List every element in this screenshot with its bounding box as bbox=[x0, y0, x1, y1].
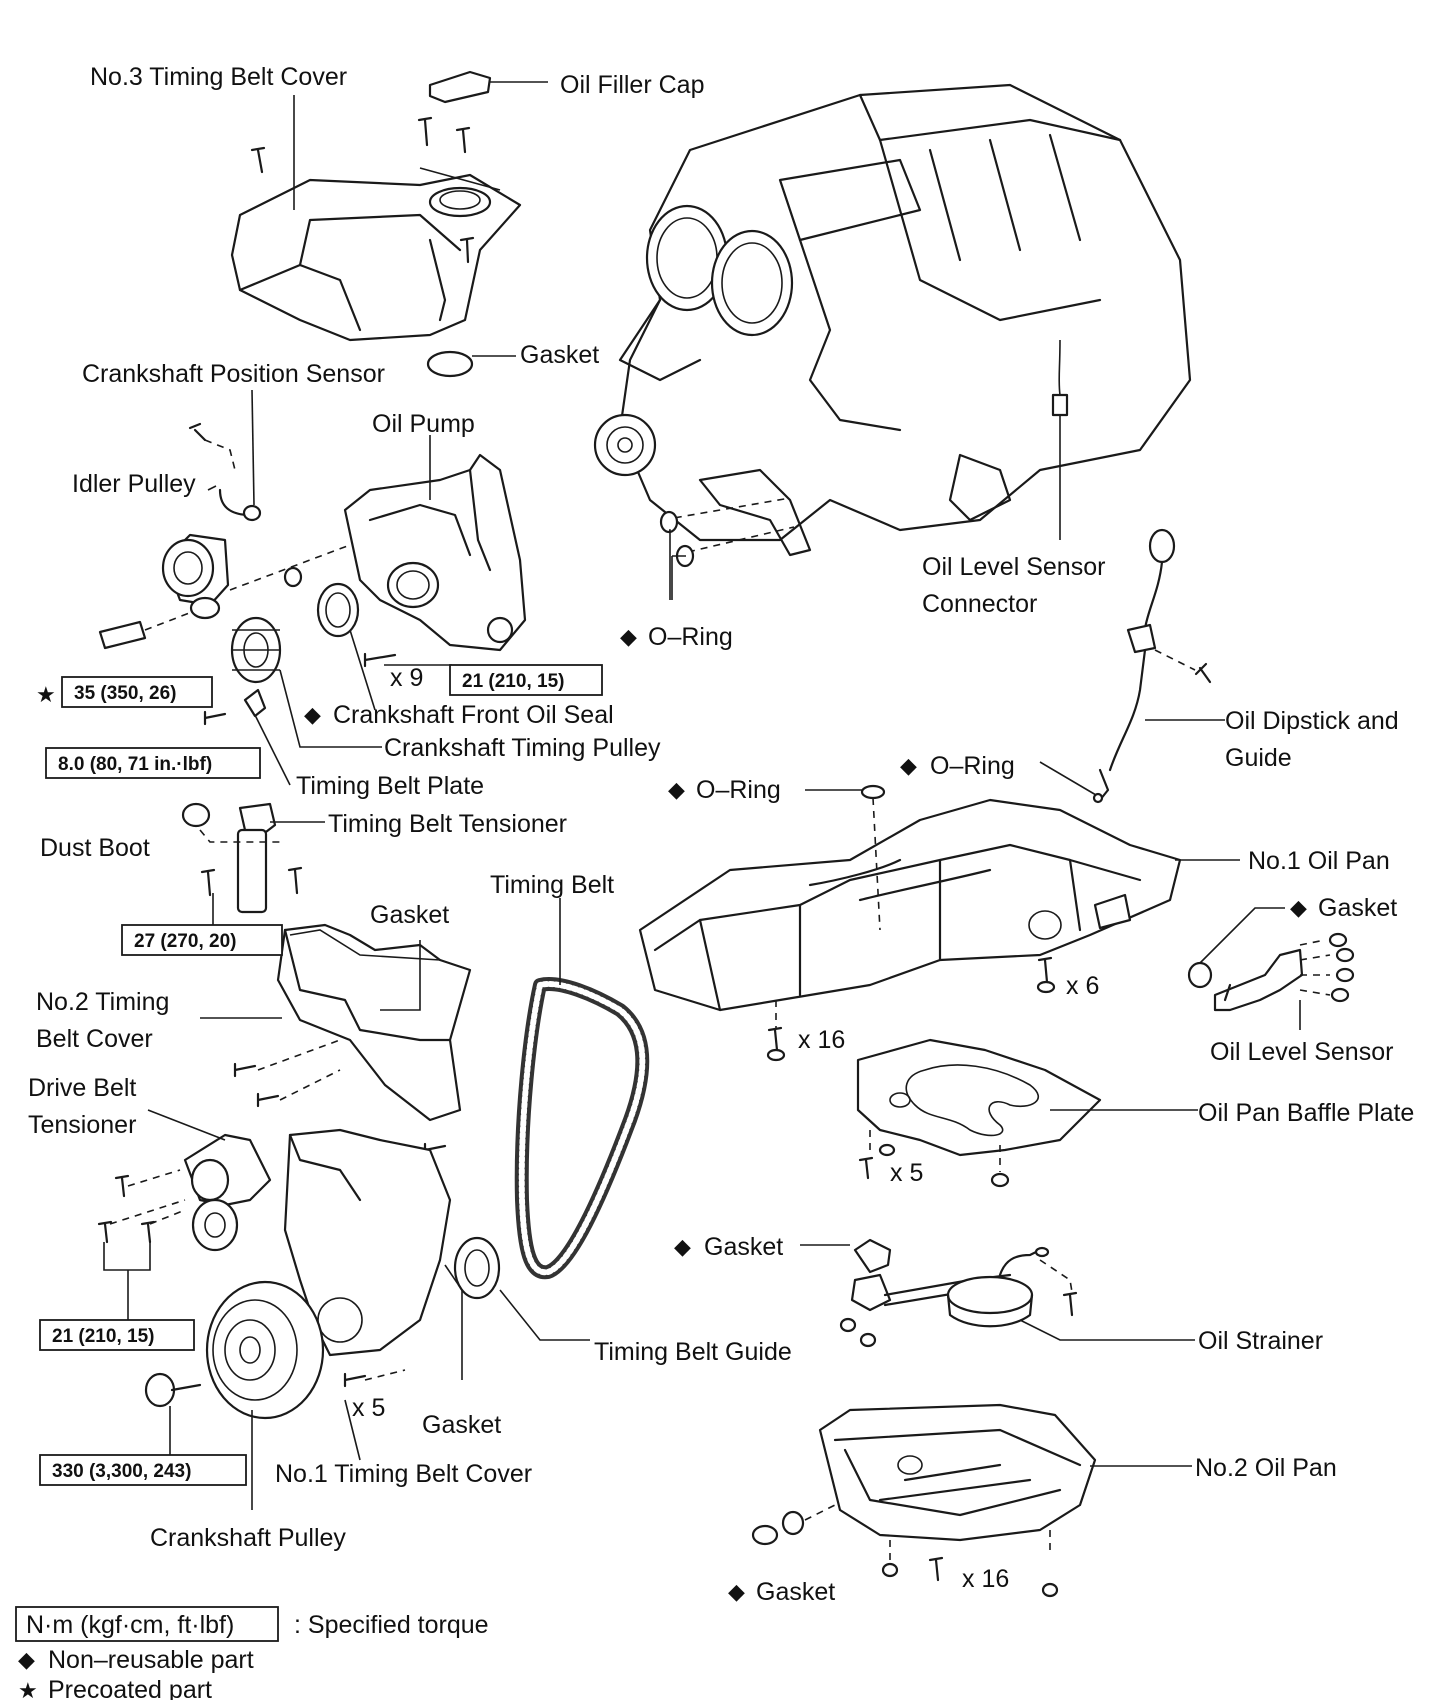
legend-torque-unit: N·m (kgf·cm, ft·lbf) bbox=[26, 1611, 234, 1639]
timing-belt-tensioner-drawing bbox=[181, 802, 303, 914]
label-x5-cover: x 5 bbox=[352, 1394, 385, 1422]
label-timing-belt-guide: Timing Belt Guide bbox=[594, 1338, 792, 1366]
legend-precoated: Precoated part bbox=[48, 1676, 212, 1700]
nonreusable-mark-o-ring-pan: ◆ bbox=[668, 777, 685, 802]
nonreusable-mark-o-ring-engine: ◆ bbox=[620, 624, 637, 649]
crankshaft-timing-pulley-drawing bbox=[230, 616, 282, 684]
label-dust-boot: Dust Boot bbox=[40, 834, 150, 862]
crankshaft-position-sensor-drawing bbox=[188, 422, 262, 522]
label-no2-timing-belt-cover-line2: Belt Cover bbox=[36, 1025, 153, 1053]
timing-belt-drawing bbox=[514, 977, 650, 1280]
label-no1-timing-belt-cover: No.1 Timing Belt Cover bbox=[275, 1460, 532, 1488]
torque-box-tensioner bbox=[121, 924, 283, 956]
label-timing-belt: Timing Belt bbox=[490, 871, 614, 899]
label-idler-pulley: Idler Pulley bbox=[72, 470, 196, 498]
torque-box-drive-tensioner bbox=[39, 1319, 195, 1351]
no3-timing-belt-cover-drawing bbox=[230, 167, 522, 342]
label-gasket-sensor: Gasket bbox=[1318, 894, 1397, 922]
legend: N·m (kgf·cm, ft·lbf) : Specified torque … bbox=[15, 1606, 489, 1700]
oil-level-sensor-drawing bbox=[1187, 932, 1355, 1012]
label-oil-dipstick-guide-line2: Guide bbox=[1225, 744, 1292, 772]
torque-box-plate bbox=[45, 747, 261, 779]
label-oil-pump: Oil Pump bbox=[372, 410, 475, 438]
o-rings-engine bbox=[659, 510, 695, 568]
oil-pump-drawing bbox=[343, 453, 527, 652]
label-oil-level-sensor-connector-line1: Oil Level Sensor bbox=[922, 553, 1105, 581]
label-crankshaft-timing-pulley: Crankshaft Timing Pulley bbox=[384, 734, 661, 762]
torque-box-crank-pulley bbox=[39, 1454, 247, 1486]
legend-torque-desc: : Specified torque bbox=[294, 1611, 489, 1639]
label-x9: x 9 bbox=[390, 664, 423, 692]
oil-filler-cap-drawing bbox=[428, 70, 492, 104]
crankshaft-pulley-drawing bbox=[144, 1280, 325, 1420]
nonreusable-mark-gasket-sensor: ◆ bbox=[1290, 895, 1307, 920]
label-oil-strainer: Oil Strainer bbox=[1198, 1327, 1323, 1355]
label-crankshaft-pulley: Crankshaft Pulley bbox=[150, 1524, 346, 1552]
label-no2-oil-pan: No.2 Oil Pan bbox=[1195, 1454, 1337, 1482]
bolts-top-cover bbox=[250, 116, 475, 264]
torque-crank-pulley: 330 (3,300, 243) bbox=[52, 1461, 191, 1482]
label-x16-pan1: x 16 bbox=[798, 1026, 845, 1054]
label-oil-level-sensor: Oil Level Sensor bbox=[1210, 1038, 1393, 1066]
torque-tensioner: 27 (270, 20) bbox=[134, 931, 236, 952]
bolt-oil-pump bbox=[363, 652, 397, 668]
no2-oil-pan-drawing bbox=[751, 1403, 1097, 1598]
label-oil-filler-cap: Oil Filler Cap bbox=[560, 71, 704, 99]
torque-idler: 35 (350, 26) bbox=[74, 683, 176, 704]
label-o-ring-dipstick: O–Ring bbox=[930, 752, 1015, 780]
label-crankshaft-position-sensor: Crankshaft Position Sensor bbox=[82, 360, 385, 388]
engine-block-drawing bbox=[593, 83, 1192, 557]
legend-torque-box bbox=[15, 1606, 279, 1642]
nonreusable-mark-oil-seal: ◆ bbox=[304, 702, 321, 727]
label-no1-oil-pan: No.1 Oil Pan bbox=[1248, 847, 1390, 875]
nonreusable-mark-gasket-drain: ◆ bbox=[728, 1579, 745, 1604]
label-no3-timing-belt-cover: No.3 Timing Belt Cover bbox=[90, 63, 347, 91]
nonreusable-mark-gasket-strainer: ◆ bbox=[674, 1234, 691, 1259]
label-timing-belt-tensioner: Timing Belt Tensioner bbox=[328, 810, 567, 838]
timing-belt-plate-drawing bbox=[203, 688, 267, 726]
idler-pulley-drawing bbox=[98, 533, 351, 650]
no2-timing-belt-cover-drawing bbox=[233, 923, 472, 1158]
label-oil-dipstick-guide-line1: Oil Dipstick and bbox=[1225, 707, 1399, 735]
torque-box-oil-pump bbox=[449, 664, 603, 696]
torque-box-idler bbox=[61, 676, 213, 708]
label-crankshaft-front-oil-seal: Crankshaft Front Oil Seal bbox=[333, 701, 614, 729]
torque-plate: 8.0 (80, 71 in.·lbf) bbox=[58, 754, 212, 775]
nonreusable-mark-o-ring-dipstick: ◆ bbox=[900, 753, 917, 778]
label-gasket-no2: Gasket bbox=[370, 901, 449, 929]
label-gasket-no1: Gasket bbox=[422, 1411, 501, 1439]
label-gasket-top: Gasket bbox=[520, 341, 599, 369]
timing-belt-guide-drawing bbox=[453, 1236, 501, 1300]
label-no2-timing-belt-cover-line1: No.2 Timing bbox=[36, 988, 169, 1016]
label-x16-pan2: x 16 bbox=[962, 1565, 1009, 1593]
label-gasket-drain: Gasket bbox=[756, 1578, 835, 1606]
label-x6: x 6 bbox=[1066, 972, 1099, 1000]
legend-diamond-symbol: ◆ bbox=[18, 1647, 35, 1672]
label-drive-belt-tensioner-line2: Tensioner bbox=[28, 1111, 136, 1139]
label-x5-baffle: x 5 bbox=[890, 1159, 923, 1187]
no1-oil-pan-drawing bbox=[638, 798, 1182, 1012]
label-timing-belt-plate: Timing Belt Plate bbox=[296, 772, 484, 800]
oil-dipstick-guide-drawing bbox=[1092, 528, 1212, 804]
gasket-top-drawing bbox=[426, 350, 474, 378]
torque-oil-pump: 21 (210, 15) bbox=[462, 671, 564, 692]
drive-belt-tensioner-drawing bbox=[97, 1133, 272, 1252]
label-oil-pan-baffle-plate: Oil Pan Baffle Plate bbox=[1198, 1099, 1414, 1127]
label-o-ring-engine: O–Ring bbox=[648, 623, 733, 651]
label-oil-level-sensor-connector-line2: Connector bbox=[922, 590, 1037, 618]
oil-strainer-drawing bbox=[839, 1238, 1078, 1348]
label-o-ring-pan: O–Ring bbox=[696, 776, 781, 804]
torque-drive-tensioner: 21 (210, 15) bbox=[52, 1326, 154, 1347]
label-gasket-strainer: Gasket bbox=[704, 1233, 783, 1261]
o-ring-pan-drawing bbox=[860, 784, 886, 931]
legend-star-symbol: ★ bbox=[18, 1678, 38, 1700]
leader-lines bbox=[103, 81, 1301, 1510]
label-drive-belt-tensioner-line1: Drive Belt bbox=[28, 1074, 136, 1102]
crankshaft-front-oil-seal-drawing bbox=[316, 582, 360, 638]
bolts-no1-oil-pan bbox=[766, 956, 1056, 1062]
legend-nonreusable: Non–reusable part bbox=[48, 1646, 254, 1674]
oil-pan-baffle-plate-drawing bbox=[856, 1038, 1102, 1188]
precoated-mark-idler: ★ bbox=[36, 682, 56, 707]
